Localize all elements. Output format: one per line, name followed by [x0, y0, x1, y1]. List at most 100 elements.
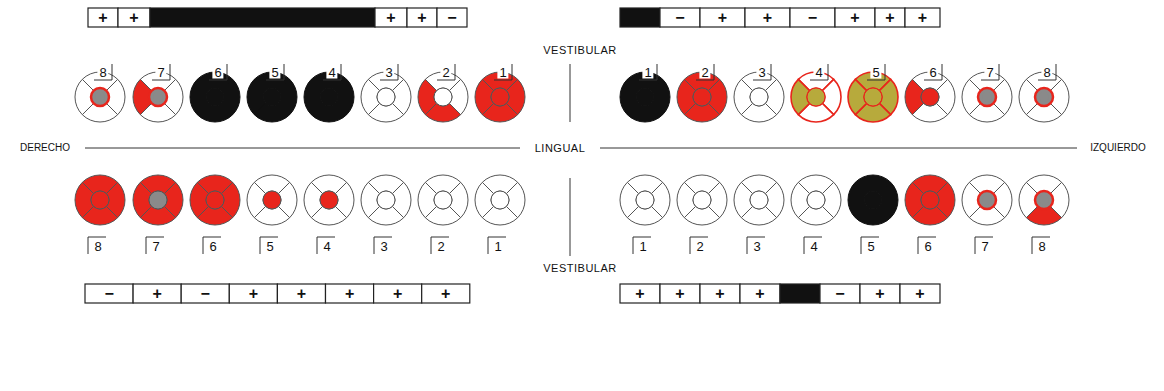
- tooth-row: [75, 72, 1069, 122]
- amalgam-dot: [95, 92, 105, 102]
- tooth-number: 7: [979, 240, 990, 253]
- number-bracket: [747, 237, 765, 254]
- sign-mark: +: [152, 286, 161, 302]
- tooth-number: 2: [694, 240, 705, 253]
- tooth-center: [206, 88, 224, 106]
- sign-mark: −: [104, 286, 113, 302]
- number-bracket: [380, 64, 398, 80]
- tooth: [247, 72, 297, 122]
- sign-cell: [277, 284, 325, 303]
- sign-cell: [407, 8, 437, 27]
- tooth-number: 4: [813, 66, 824, 79]
- number-brackets: [88, 64, 1056, 254]
- tooth: [247, 175, 297, 225]
- number-bracket: [696, 64, 714, 80]
- tooth: [791, 72, 841, 122]
- tooth-center: [636, 191, 654, 209]
- number-bracket: [918, 237, 936, 254]
- tooth-number: 4: [808, 240, 819, 253]
- sign-cell: [422, 284, 470, 303]
- sign-mark: −: [808, 10, 817, 26]
- sign-cell: [740, 284, 780, 303]
- tooth-center: [978, 88, 996, 106]
- tooth-number: 4: [321, 240, 332, 253]
- tooth-center: [807, 191, 825, 209]
- sign-mark: +: [98, 10, 107, 26]
- sign-mark: +: [129, 10, 138, 26]
- sign-cell: [326, 284, 374, 303]
- tooth: [905, 72, 955, 122]
- tooth: [677, 175, 727, 225]
- number-bracket: [88, 237, 106, 254]
- tooth-center: [149, 191, 167, 209]
- tooth: [734, 175, 784, 225]
- tooth: [190, 72, 240, 122]
- number-bracket: [488, 237, 506, 254]
- tooth: [848, 72, 898, 122]
- tooth: [962, 175, 1012, 225]
- number-bracket: [975, 237, 993, 254]
- tooth-center: [864, 191, 882, 209]
- amalgam-dot: [153, 92, 163, 102]
- tooth: [962, 72, 1012, 122]
- tooth-center: [636, 88, 654, 106]
- sign-cell: [620, 284, 660, 303]
- sign-mark: −: [675, 10, 684, 26]
- sign-cell: [374, 284, 422, 303]
- sign-mark: +: [249, 286, 258, 302]
- tooth-center: [377, 191, 395, 209]
- sign-cell: [118, 8, 150, 27]
- sign-row: [85, 284, 470, 303]
- number-bracket: [1032, 237, 1050, 254]
- side-label: DERECHO: [18, 143, 72, 153]
- sign-mark: −: [201, 286, 210, 302]
- sign-cell: [905, 8, 940, 27]
- number-bracket: [266, 64, 284, 80]
- tooth-number: 2: [699, 66, 710, 79]
- tooth: [1019, 72, 1069, 122]
- amalgam-dot: [1039, 92, 1049, 102]
- number-bracket: [317, 237, 335, 254]
- sign-cell: [820, 284, 860, 303]
- tooth: [75, 175, 125, 225]
- tooth-number: 8: [1041, 66, 1052, 79]
- number-bracket: [639, 64, 657, 80]
- sign-cell: [900, 284, 940, 303]
- number-bracket: [861, 237, 879, 254]
- number-bracket: [431, 237, 449, 254]
- tooth-number: 3: [378, 240, 389, 253]
- sign-mark: −: [447, 10, 456, 26]
- sign-cell: [437, 8, 467, 27]
- tooth-number: 8: [97, 66, 108, 79]
- tooth-center: [320, 88, 338, 106]
- tooth-center: [206, 191, 224, 209]
- tooth-number: 6: [207, 240, 218, 253]
- number-bracket: [94, 64, 112, 80]
- sign-mark: +: [885, 10, 894, 26]
- side-label: IZQUIERDO: [1088, 143, 1148, 153]
- tooth: [620, 72, 670, 122]
- tooth-number: 5: [870, 66, 881, 79]
- tooth-center: [263, 88, 281, 106]
- sign-cell: [660, 8, 700, 27]
- sign-mark: +: [718, 10, 727, 26]
- sign-cell: [780, 284, 820, 303]
- sign-mark: +: [417, 10, 426, 26]
- tooth: [361, 175, 411, 225]
- tooth: [475, 72, 525, 122]
- tooth: [190, 175, 240, 225]
- sign-mark: +: [441, 286, 450, 302]
- sign-row: [620, 8, 940, 27]
- amalgam-dot: [982, 195, 992, 205]
- tooth-center: [320, 191, 338, 209]
- sign-mark: +: [850, 10, 859, 26]
- side-label: LINGUAL: [533, 143, 588, 154]
- tooth-center: [921, 88, 939, 106]
- tooth-number: 2: [435, 240, 446, 253]
- tooth-number: 3: [383, 66, 394, 79]
- tooth-center: [1035, 88, 1053, 106]
- tooth-number: 7: [984, 66, 995, 79]
- sign-cell: [860, 284, 900, 303]
- amalgam-dot: [1039, 195, 1049, 205]
